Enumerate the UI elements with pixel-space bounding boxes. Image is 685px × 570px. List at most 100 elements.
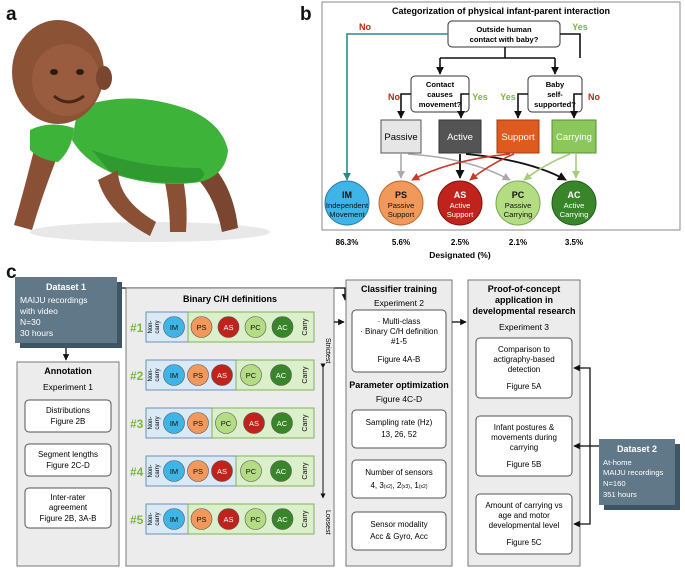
binary-circle-pc: [240, 364, 262, 386]
circle-line: Carrying: [560, 210, 589, 219]
poc-item: [475, 493, 573, 555]
param-line: 13, 26, 52: [381, 430, 417, 439]
panel-b-diagram: Categorization of physical infant-parent…: [321, 1, 681, 260]
binary-circle-label: AS: [223, 323, 233, 332]
noncarry-label: carry: [155, 320, 161, 333]
circle-line: Independent: [326, 201, 369, 210]
binary-circle-pc: [244, 508, 267, 530]
circle-line: Passive: [505, 201, 532, 210]
classifier-line: · Multi-class: [378, 317, 421, 326]
dataset-2-line: MAIJU recordings: [603, 468, 664, 477]
circle-line: Active: [564, 201, 585, 210]
annotation-item-line: Figure 2B: [51, 417, 86, 426]
binary-circle-pc: [215, 412, 237, 434]
binary-circle-label: IM: [170, 323, 178, 332]
annotation-panel: Annotation Experiment 1 Distributions Fi…: [16, 361, 120, 567]
binary-circle-label: PS: [193, 419, 203, 428]
circle-abbr: AC: [568, 190, 581, 200]
percent-axis-label: Designated (%): [429, 250, 491, 260]
poc-item-line: Figure 5C: [506, 538, 541, 547]
strictest-label: Strictest: [324, 338, 331, 363]
arrow-dataset2-poc: [573, 446, 591, 528]
binary-circle-im: [163, 316, 185, 338]
box-carrying: [551, 119, 597, 154]
question-line: movement?: [419, 100, 462, 109]
carry-label: Carry: [302, 462, 309, 480]
poc-experiment: Experiment 3: [499, 322, 549, 332]
annotation-item-line: Figure 2C-D: [46, 461, 90, 470]
binary-circle-label: IM: [170, 419, 178, 428]
box-active-label: Active: [447, 132, 473, 143]
classifier-figure: Figure 4A-B: [378, 355, 421, 364]
circle-im: IM Independent Movement: [324, 180, 370, 226]
arrow-dataset2-poc: [573, 364, 591, 446]
poc-item: [475, 415, 573, 477]
infant-photo: [12, 20, 270, 242]
param-line: Acc & Gyro, Acc: [370, 532, 428, 541]
binary-circle-ac: [271, 316, 294, 338]
circle-line: Movement: [329, 210, 365, 219]
circle-line: Active: [450, 201, 471, 210]
arrow-carrying-pc: [523, 153, 571, 181]
noncarry-label: Non-: [148, 512, 154, 525]
classifier-panel: Classifier training Experiment 2 · Multi…: [345, 279, 453, 567]
label-no: No: [588, 92, 600, 102]
label-no: No: [359, 22, 371, 32]
box-active: [438, 119, 482, 154]
binary-circle-ac: [271, 508, 294, 530]
carry-label: Carry: [302, 318, 309, 336]
circle-abbr: IM: [342, 190, 352, 200]
box-passive: [380, 119, 422, 154]
binary-circle-as: [211, 364, 233, 386]
noncarry-label: Non-: [148, 368, 154, 381]
dataset-1-card: Dataset 1 MAIJU recordings with video N=…: [15, 277, 122, 348]
circle-line: Support: [388, 210, 415, 219]
box-support-label: Support: [501, 132, 535, 143]
noncarry-label: carry: [155, 368, 161, 381]
binary-circle-label: PC: [250, 323, 261, 332]
param-sensors-values: 4, 3(x2), 2(x3), 1(x2): [370, 481, 427, 490]
binary-circle-label: PS: [196, 515, 206, 524]
dataset-2-card: Dataset 2 At-home MAIJU recordings N=160…: [599, 439, 680, 510]
binary-circle-pc: [244, 316, 267, 338]
label-yes: Yes: [472, 92, 488, 102]
binary-circle-label: AS: [217, 371, 227, 380]
arrow-no-passive: [397, 93, 411, 119]
question-line: Contact: [426, 80, 455, 89]
param-modality: [351, 511, 447, 551]
annotation-item: [24, 487, 112, 529]
circle-abbr: PS: [395, 190, 407, 200]
label-no: No: [388, 92, 400, 102]
binary-circle-as: [211, 460, 233, 482]
arrow-support-ps: [411, 153, 511, 181]
dataset-1-title: Dataset 1: [46, 282, 86, 292]
dataset-2-line: 351 hours: [603, 490, 637, 499]
param-figure: Figure 4C-D: [376, 394, 422, 404]
noncarry-label: carry: [155, 464, 161, 477]
binary-row-number: #5: [130, 513, 144, 527]
binary-circle-im: [163, 364, 185, 386]
question-line: contact with baby?: [470, 35, 539, 44]
param-line: Number of sensors: [365, 468, 433, 477]
poc-item-line: carrying: [510, 443, 538, 452]
binary-circle-label: PC: [246, 371, 257, 380]
poc-title: developmental research: [472, 306, 575, 316]
carry-label: Carry: [302, 414, 309, 432]
dataset-2-line: At-home: [603, 458, 632, 467]
binary-circle-label: AC: [277, 323, 288, 332]
annotation-item: [24, 399, 112, 433]
question-line: self-: [547, 90, 563, 99]
binary-circle-ps: [187, 460, 209, 482]
poc-item-line: Amount of carrying vs: [485, 501, 562, 510]
circle-abbr: AS: [454, 190, 467, 200]
label-yes: Yes: [572, 22, 588, 32]
noncarry-label: carry: [155, 416, 161, 429]
loosest-label: Loosest: [324, 510, 331, 535]
circle-line: Carrying: [504, 210, 533, 219]
panel-b-title: Categorization of physical infant-parent…: [392, 6, 610, 16]
arrow-yes-active: [457, 93, 469, 119]
question-line: supported?: [534, 100, 576, 109]
